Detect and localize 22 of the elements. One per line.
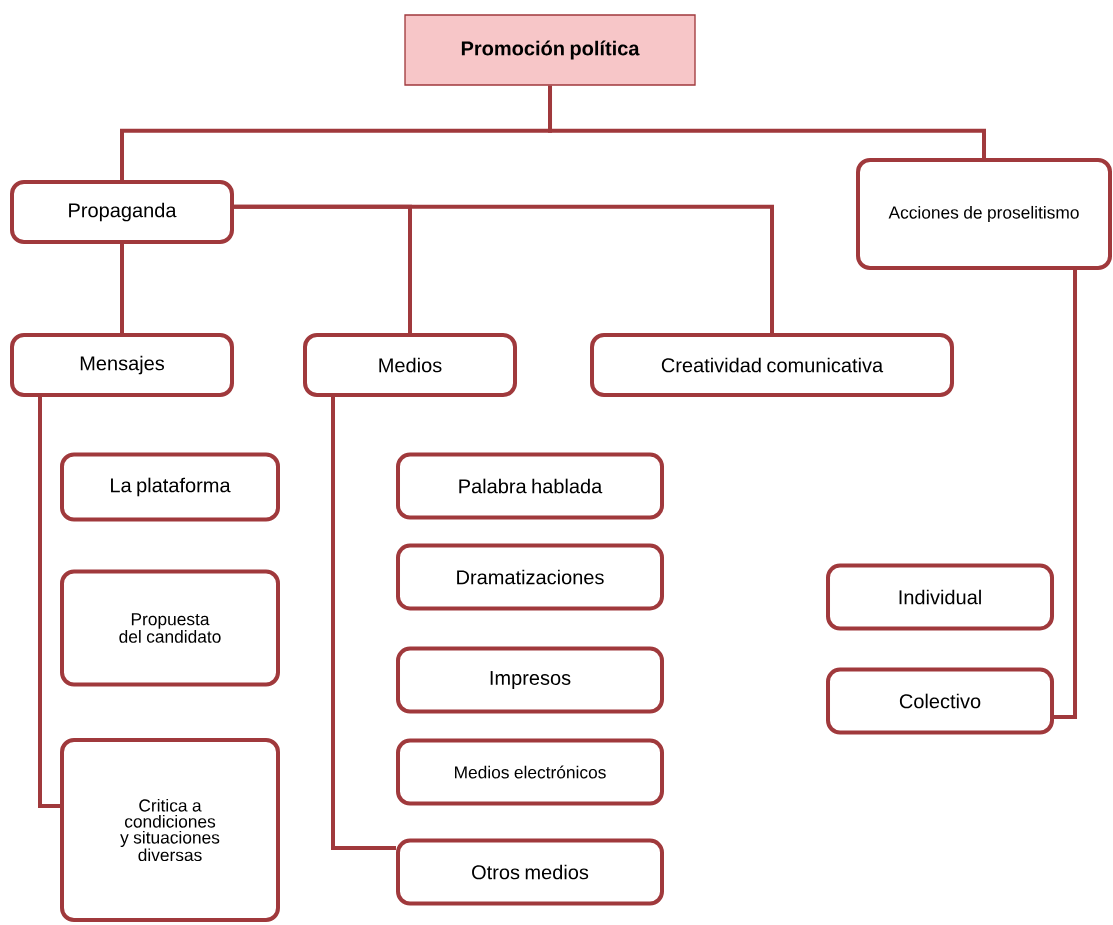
concept-box: Impresos: [396, 646, 664, 714]
connector-line: [120, 244, 124, 333]
concept-box: Medios electrónicos: [396, 738, 664, 806]
concept-box: Creatividad comunicativa: [590, 333, 954, 397]
concept-box: Colectivo: [826, 667, 1054, 735]
connector-line: [234, 204, 774, 333]
connector-line: [1054, 268, 1077, 719]
connector-line: [38, 395, 60, 808]
concept-box: Otros medios: [396, 838, 664, 906]
concept-box: Individual: [826, 563, 1054, 631]
concept-box: La plataforma: [60, 452, 280, 522]
concept-box: Propuesta del candidato: [60, 569, 280, 687]
concept-box: Acciones de proselitismo: [856, 158, 1112, 270]
concept-box: Dramatizaciones: [396, 543, 664, 611]
title-box: Promoción política: [404, 14, 696, 86]
concept-box: Propaganda: [10, 180, 234, 244]
connector-line: [331, 395, 396, 850]
concept-box: Mensajes: [10, 333, 234, 397]
concept-box: Palabra hablada: [396, 452, 664, 520]
concept-box: Medios: [303, 333, 517, 397]
concept-box: Critica a condiciones y situaciones diversas: [60, 738, 280, 922]
connector-line: [548, 85, 986, 158]
